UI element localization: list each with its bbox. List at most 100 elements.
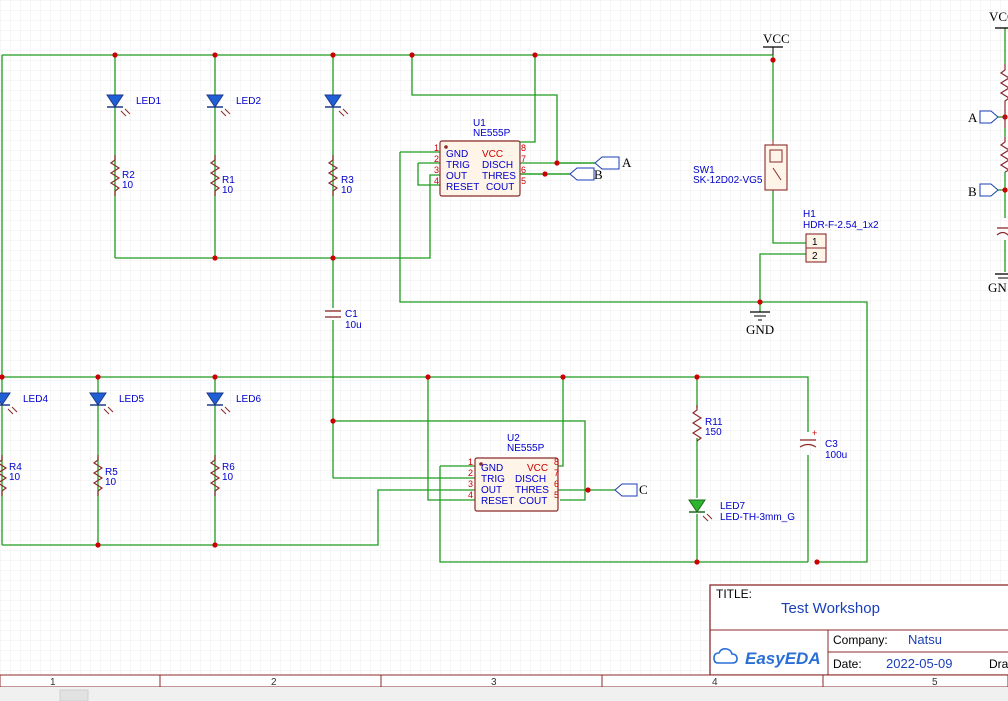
led3 (324, 94, 349, 117)
svg-text:100u: 100u (825, 450, 847, 461)
gnd-symbol: GND (746, 311, 774, 337)
svg-text:2: 2 (271, 677, 277, 688)
u2-pin-vcc: VCC (527, 463, 548, 474)
r11 (691, 405, 703, 442)
u2-ne555p[interactable]: GND TRIG OUT RESET VCC DISCH THRES COUT … (468, 433, 559, 512)
h1-value: HDR-F-2.54_1x2 (803, 220, 879, 231)
svg-text:LED7: LED7 (720, 501, 745, 512)
svg-text:3: 3 (491, 677, 497, 688)
svg-text:5: 5 (554, 490, 559, 500)
company-value: Natsu (908, 632, 942, 647)
svg-text:10: 10 (222, 472, 234, 483)
led6 (206, 392, 231, 415)
r-right-2 (999, 137, 1008, 173)
r6 (209, 455, 221, 496)
u1-pin-thres: THRES (482, 171, 516, 182)
svg-text:7: 7 (521, 154, 526, 164)
svg-text:LED2: LED2 (236, 96, 261, 107)
gnd-symbol-right: GN (988, 273, 1008, 295)
svg-text:1: 1 (812, 237, 818, 248)
svg-text:10: 10 (341, 185, 353, 196)
svg-text:LED6: LED6 (236, 394, 261, 405)
capacitor-symbols: + (325, 227, 1008, 448)
svg-text:3: 3 (434, 165, 439, 175)
u2-pin-out: OUT (481, 485, 502, 496)
svg-text:LED5: LED5 (119, 394, 144, 405)
u2-pin-gnd: GND (481, 463, 503, 474)
sw1-designator: SW1 (693, 165, 715, 176)
date-label: Date: (833, 657, 862, 671)
svg-text:8: 8 (554, 457, 559, 467)
svg-text:1: 1 (50, 677, 56, 688)
svg-text:EasyEDA: EasyEDA (745, 649, 821, 668)
svg-text:4: 4 (434, 176, 439, 186)
u1-pin-out: OUT (446, 171, 467, 182)
net-label-c: C (614, 482, 648, 497)
svg-text:4: 4 (712, 677, 718, 688)
u1-ne555p[interactable]: GND TRIG OUT RESET VCC DISCH THRES COUT … (434, 118, 526, 197)
r-right-1 (999, 64, 1008, 128)
title-value: Test Workshop (781, 600, 880, 617)
u1-pin-cout: COUT (486, 182, 514, 193)
h1-header[interactable]: 1 2 H1 HDR-F-2.54_1x2 (803, 209, 879, 263)
svg-text:LED4: LED4 (23, 394, 48, 405)
u2-pin-cout: COUT (519, 496, 547, 507)
u2-pin-trig: TRIG (481, 474, 505, 485)
svg-text:GND: GND (746, 322, 774, 337)
u2-pin-thres: THRES (515, 485, 549, 496)
led7 (688, 499, 713, 522)
led5 (89, 392, 114, 415)
c-right (996, 227, 1008, 236)
sw1-switch[interactable]: SW1 SK-12D02-VG5 (693, 140, 788, 191)
net-labels: A B C A B (569, 110, 999, 497)
svg-text:LED1: LED1 (136, 96, 161, 107)
svg-text:+: + (812, 428, 817, 438)
svg-text:C1: C1 (345, 309, 358, 320)
title-label: TITLE: (716, 587, 752, 601)
u2-value: NE555P (507, 443, 545, 454)
svg-text:1: 1 (468, 457, 473, 467)
h1-designator: H1 (803, 209, 816, 220)
svg-text:150: 150 (705, 427, 722, 438)
svg-text:LED-TH-3mm_G: LED-TH-3mm_G (720, 512, 795, 523)
svg-text:C: C (639, 482, 648, 497)
u1-pin-vcc: VCC (482, 149, 503, 160)
border-ruler: 1 2 3 4 5 (0, 674, 1008, 701)
svg-text:C3: C3 (825, 439, 838, 450)
r2 (109, 155, 121, 196)
u1-pin-disch: DISCH (482, 160, 513, 171)
svg-text:7: 7 (554, 468, 559, 478)
u1-pin-trig: TRIG (446, 160, 470, 171)
svg-text:2: 2 (434, 154, 439, 164)
svg-text:4: 4 (468, 490, 473, 500)
svg-text:3: 3 (468, 479, 473, 489)
svg-text:B: B (594, 167, 603, 182)
led2 (206, 94, 231, 117)
title-block[interactable]: TITLE: Test Workshop Company: Natsu Date… (709, 584, 1008, 676)
c3: + (799, 428, 817, 448)
svg-text:2: 2 (812, 251, 818, 262)
vcc-symbol-right: VCC (989, 9, 1008, 29)
company-label: Company: (833, 633, 888, 647)
drawn-label: Dra (989, 657, 1008, 671)
net-label-a-right: A (968, 110, 999, 125)
svg-text:R6: R6 (222, 462, 235, 473)
vcc-symbol: VCC (763, 31, 790, 55)
u1-pin-reset: RESET (446, 182, 479, 193)
led-symbols (0, 94, 713, 522)
u1-pin-gnd: GND (446, 149, 468, 160)
junctions (0, 52, 1008, 565)
resistor-symbols (0, 64, 1008, 496)
u1-value: NE555P (473, 128, 511, 139)
svg-text:10: 10 (9, 472, 21, 483)
r4 (0, 455, 8, 496)
net-label-a: A (594, 155, 632, 170)
net-label-b-right: B (968, 183, 999, 199)
svg-text:R11: R11 (705, 417, 723, 428)
led1 (106, 94, 131, 117)
sw1-value: SK-12D02-VG5 (693, 175, 763, 186)
svg-text:R1: R1 (222, 175, 235, 186)
svg-text:10: 10 (105, 477, 117, 488)
